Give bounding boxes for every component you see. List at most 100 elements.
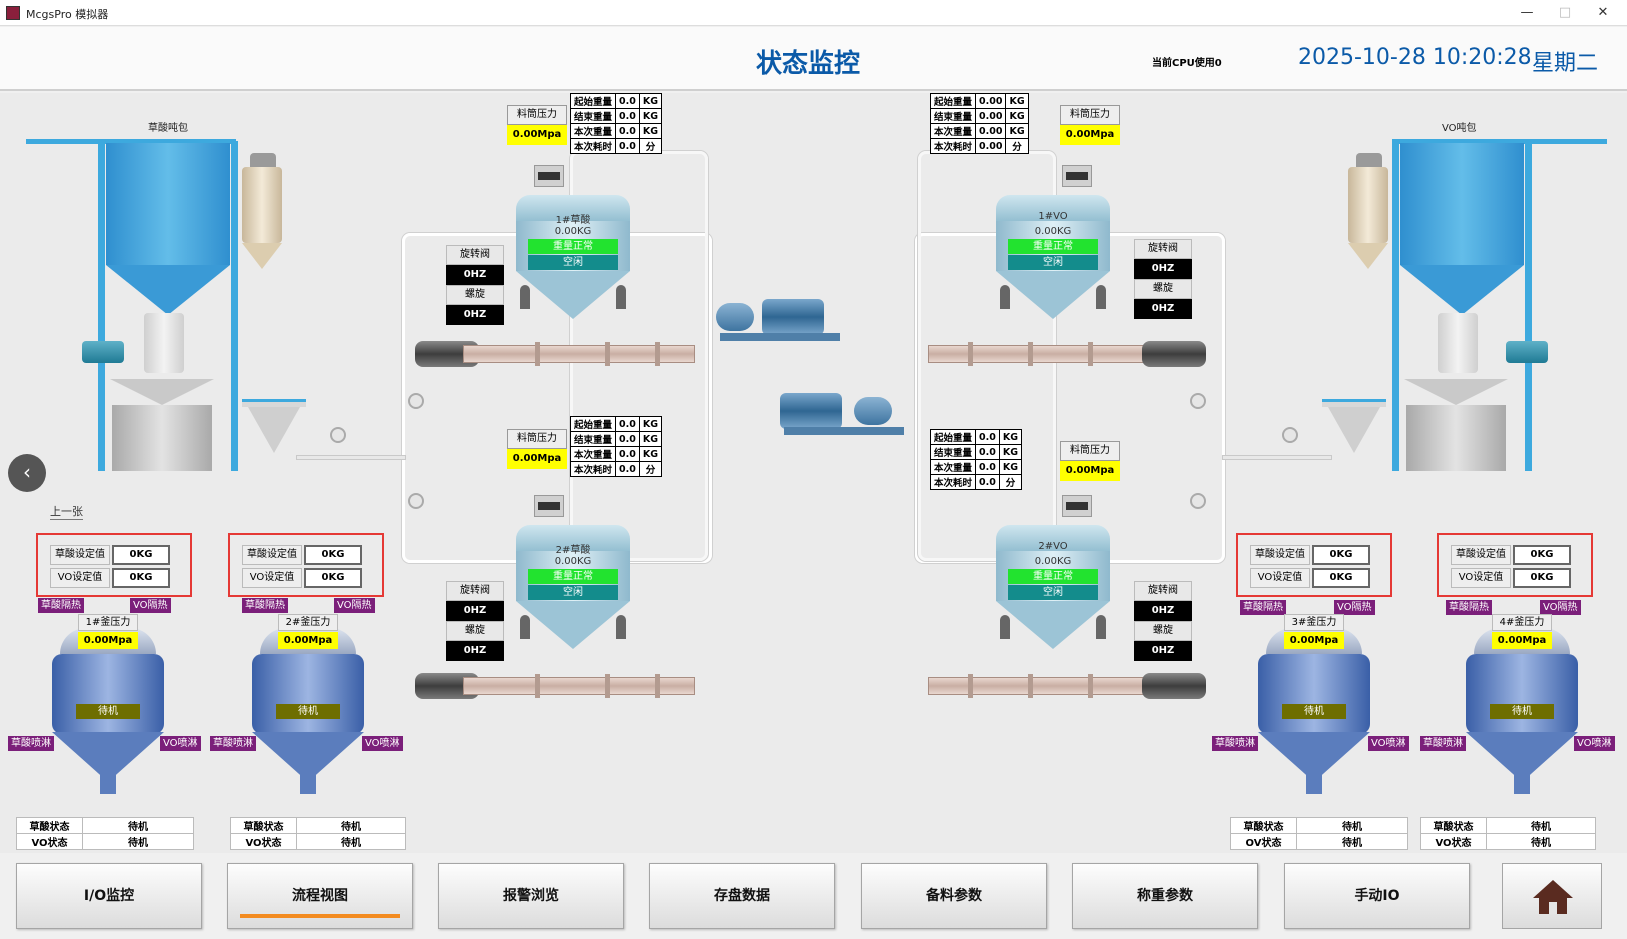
datetime-display: 2025-10-28 10:20:28 [1298,45,1532,70]
valve-icon[interactable] [1190,493,1206,509]
header-bar: 状态监控 当前CPU使用0 2025-10-28 10:20:28 星期二 [0,27,1627,91]
oxalic-heat-tag[interactable]: 草酸隔热 [1446,600,1492,615]
screw-conveyor-4 [928,673,1208,699]
nav-io-monitor[interactable]: I/O监控 [16,863,202,929]
nav-weighing-params[interactable]: 称重参数 [1072,863,1258,929]
oxalic-spray-tag[interactable]: 草酸喷淋 [1212,736,1258,751]
tank3-status-ok: 重量正常 [528,569,618,584]
pipe [296,455,406,460]
oxalic-heat-tag[interactable]: 草酸隔热 [38,598,84,613]
vo-spray-tag[interactable]: VO喷淋 [1368,736,1409,751]
pipe [1222,455,1332,460]
active-tab-underline [240,914,400,918]
cpu-usage-label: 当前CPU使用0 [1152,58,1222,69]
vo-setpoint-3[interactable]: 0KG [1312,568,1370,588]
vo-heat-tag[interactable]: VO隔热 [334,598,375,613]
home-icon [1533,880,1573,914]
oxalic-heat-tag[interactable]: 草酸隔热 [242,598,288,613]
status-table-1: 草酸状态待机 VO状态待机 [16,817,194,850]
screw-conveyor-1 [415,341,695,367]
tank1-status-idle: 空闲 [528,255,618,270]
vo-setpoint-2[interactable]: 0KG [304,568,362,588]
right-dust-filter [1344,153,1392,283]
tank1-status-ok: 重量正常 [528,239,618,254]
tank3-status-idle: 空闲 [528,585,618,600]
vo-heat-tag[interactable]: VO隔热 [130,598,171,613]
nav-batching-params[interactable]: 备料参数 [861,863,1047,929]
nav-flow-view[interactable]: 流程视图 [227,863,413,929]
oxalic-spray-tag[interactable]: 草酸喷淋 [1420,736,1466,751]
right-silo-label: VO吨包 [1442,123,1477,134]
app-icon [6,6,20,20]
right-silo [1392,141,1548,481]
valve-icon[interactable] [408,393,424,409]
previous-page-button[interactable]: ‹ [8,454,46,492]
window-title: McgsPro 模拟器 [26,8,109,21]
tank4-status-ok: 重量正常 [1008,569,1098,584]
oxalic-setpoint-4[interactable]: 0KG [1513,545,1571,565]
pump-upper [716,293,842,341]
vo-heat-tag[interactable]: VO隔热 [1334,600,1375,615]
left-funnel [242,399,306,459]
close-button[interactable]: ✕ [1597,5,1609,20]
window-titlebar: McgsPro 模拟器 — □ ✕ [0,0,1627,26]
right-funnel [1322,399,1386,459]
status-table-2: 草酸状态待机 VO状态待机 [230,817,406,850]
pump-lower [780,387,906,435]
screw-conveyor-2 [928,341,1208,367]
status-table-4: 草酸状态待机 VO状态待机 [1420,817,1596,850]
oxalic-setpoint-3[interactable]: 0KG [1312,545,1370,565]
oxalic-setpoint-1[interactable]: 0KG [112,545,170,565]
weekday-display: 星期二 [1532,51,1599,76]
status-table-3: 草酸状态待机 OV状态待机 [1230,817,1408,850]
valve-icon[interactable] [1282,427,1298,443]
previous-page-label[interactable]: 上一张 [50,505,83,520]
oxalic-spray-tag[interactable]: 草酸喷淋 [210,736,256,751]
tank2-status-ok: 重量正常 [1008,239,1098,254]
valve-icon[interactable] [330,427,346,443]
oxalic-heat-tag[interactable]: 草酸隔热 [1240,600,1286,615]
home-button[interactable] [1502,863,1602,929]
oxalic-setpoint-2[interactable]: 0KG [304,545,362,565]
vo-spray-tag[interactable]: VO喷淋 [362,736,403,751]
left-silo [82,141,238,481]
vo-heat-tag[interactable]: VO隔热 [1540,600,1581,615]
nav-saved-data[interactable]: 存盘数据 [649,863,835,929]
nav-alarm-browse[interactable]: 报警浏览 [438,863,624,929]
screw-conveyor-3 [415,673,695,699]
vo-spray-tag[interactable]: VO喷淋 [1574,736,1615,751]
left-silo-label: 草酸吨包 [148,123,188,134]
oxalic-spray-tag[interactable]: 草酸喷淋 [8,736,54,751]
vo-setpoint-4[interactable]: 0KG [1513,568,1571,588]
nav-manual-io[interactable]: 手动IO [1284,863,1470,929]
minimize-button[interactable]: — [1520,5,1534,20]
vo-spray-tag[interactable]: VO喷淋 [160,736,201,751]
valve-icon[interactable] [1190,393,1206,409]
vo-setpoint-1[interactable]: 0KG [112,568,170,588]
maximize-button[interactable]: □ [1558,5,1572,20]
valve-icon[interactable] [408,493,424,509]
